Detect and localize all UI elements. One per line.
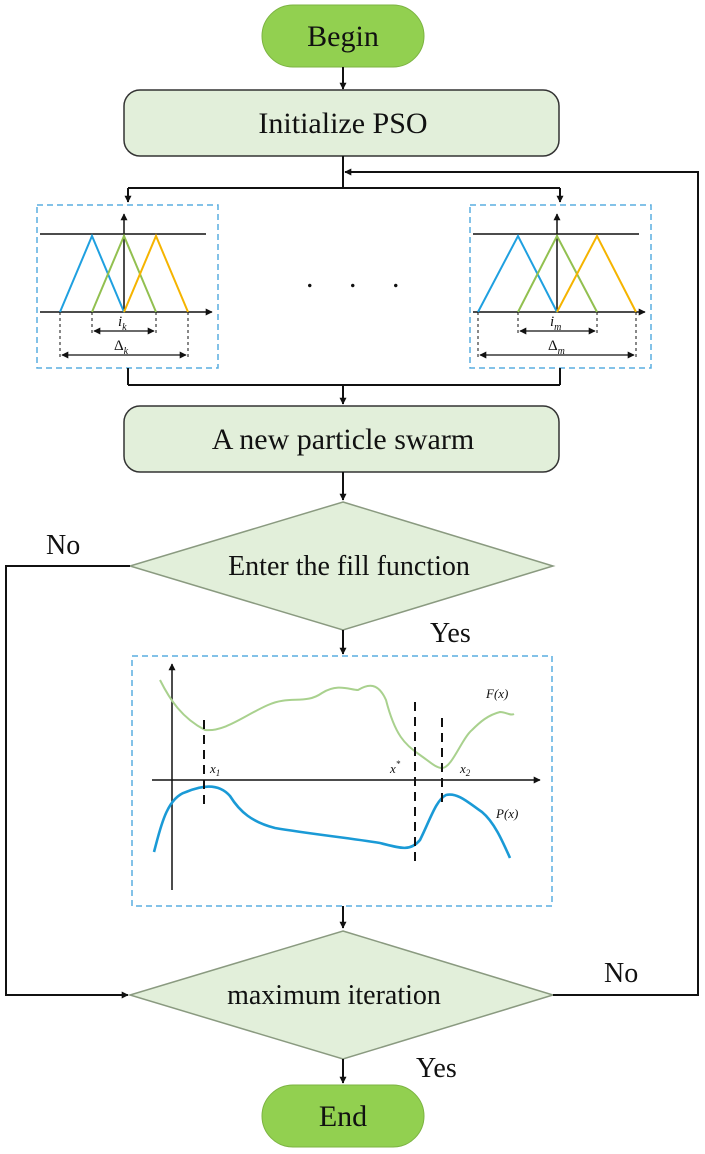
edge-fill-yes-label: Yes: [430, 618, 471, 649]
curve-F: [159, 679, 515, 770]
triangle-yellow: [556, 233, 637, 313]
edge-iter-no: [344, 168, 699, 996]
end-label: End: [319, 1100, 367, 1133]
edge-fill-no-label: No: [46, 530, 80, 561]
interval-label-left: ik: [118, 314, 127, 333]
membership-panel-left: ik Δk: [36, 204, 219, 369]
triangle-blue: [477, 233, 558, 313]
new-swarm-node: A new particle swarm: [123, 405, 560, 473]
max-iteration-label: maximum iteration: [227, 980, 441, 1011]
curve-F-label: F(x): [485, 686, 508, 701]
xstar-label: x*: [389, 759, 401, 776]
x2-label: x2: [459, 761, 471, 778]
fill-function-label: Enter the fill function: [228, 551, 470, 582]
triangle-yellow: [123, 233, 189, 313]
begin-node: Begin: [261, 4, 425, 68]
panels-ellipsis: . . .: [306, 261, 414, 294]
max-iteration-decision: maximum iteration: [127, 930, 556, 1060]
triangle-blue: [59, 233, 125, 313]
edge-iter-yes-label: Yes: [416, 1053, 457, 1084]
initialize-node: Initialize PSO: [123, 89, 560, 157]
split-connector: [124, 156, 564, 203]
triangle-green: [517, 233, 598, 313]
interval-label-right: im: [550, 314, 561, 333]
fill-function-decision: Enter the fill function: [127, 501, 556, 631]
membership-panel-right: im Δm: [469, 204, 652, 369]
new-swarm-label: A new particle swarm: [212, 423, 474, 456]
width-label-left: Δk: [114, 338, 129, 357]
width-label-right: Δm: [548, 338, 565, 357]
merge-connector: [127, 368, 561, 405]
curve-P: [152, 785, 512, 859]
edge-fill-no: [5, 565, 130, 999]
x1-label: x1: [209, 761, 220, 778]
fill-function-plot: x1 x* x2 F(x) P(x): [131, 655, 553, 907]
triangle-green: [91, 233, 157, 313]
edge-iter-no-label: No: [604, 958, 638, 989]
initialize-label: Initialize PSO: [258, 107, 427, 140]
end-node: End: [261, 1084, 425, 1148]
curve-P-label: P(x): [495, 806, 518, 821]
begin-label: Begin: [307, 20, 379, 53]
